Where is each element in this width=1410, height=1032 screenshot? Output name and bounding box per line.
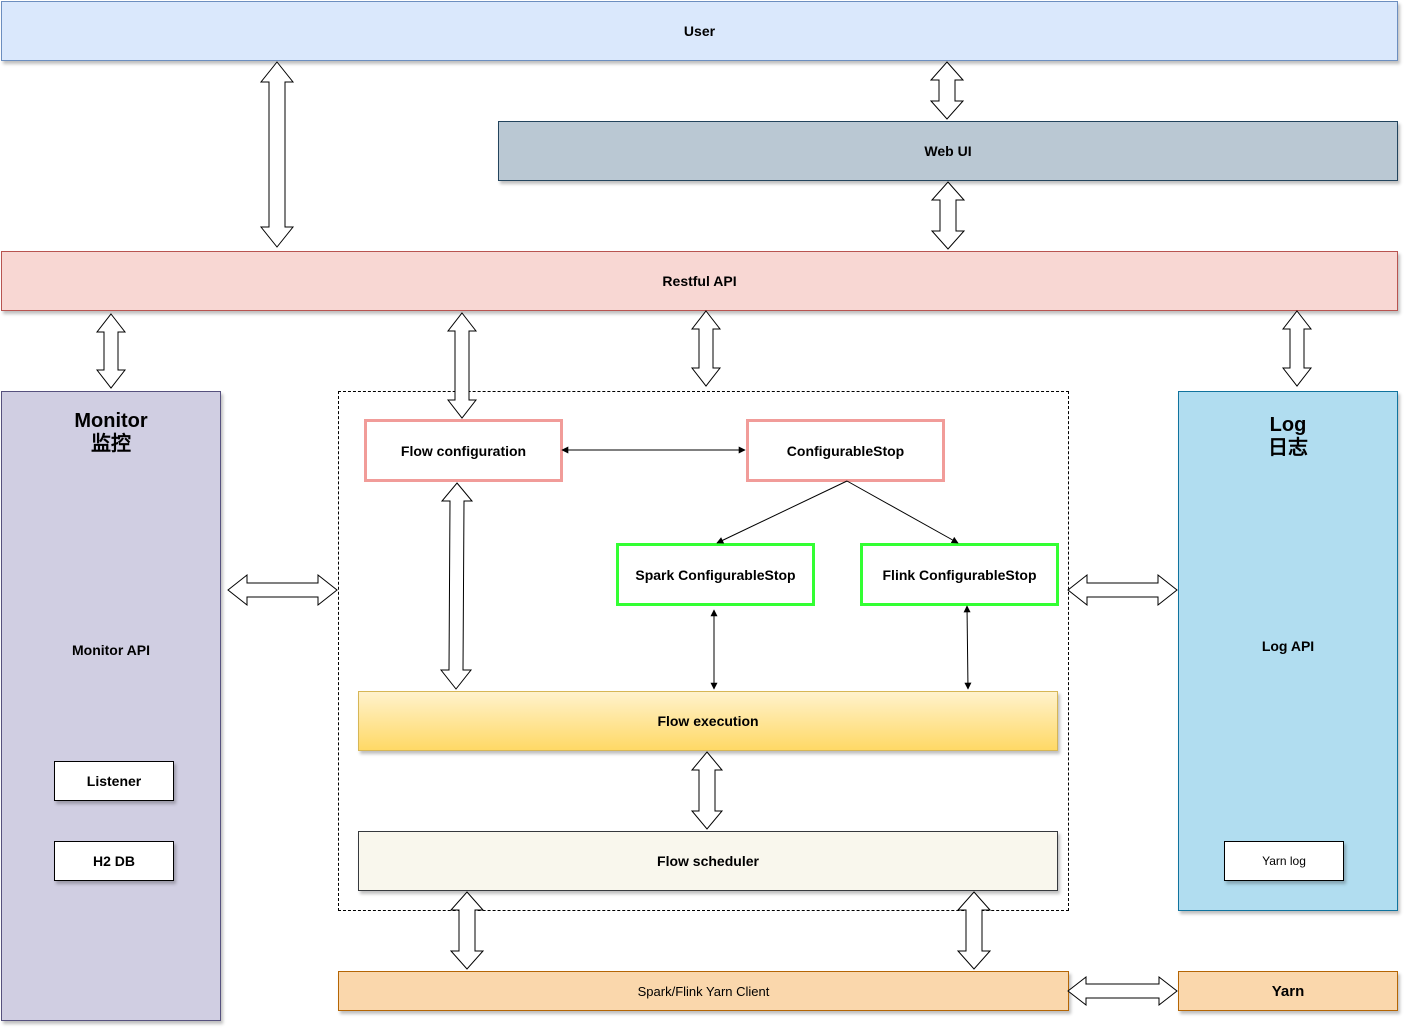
scheduler-yarn-client-right-arrow — [956, 891, 992, 970]
flow-configuration-execution-arrow — [439, 482, 474, 690]
user-restful-api-arrow — [259, 61, 295, 248]
stop-to-spark-connector — [716, 480, 848, 544]
restful-api-core-arrow — [690, 310, 722, 387]
log-api-label: Log API — [1261, 638, 1315, 654]
flink-configurable-stop-label: Flink ConfigurableStop — [882, 566, 1037, 583]
h2-db-box: H2 DB — [54, 841, 174, 881]
spark-configurable-stop-box: Spark ConfigurableStop — [616, 543, 815, 606]
flink-configurable-stop-box: Flink ConfigurableStop — [860, 543, 1059, 606]
restful-api-log-arrow — [1281, 310, 1313, 387]
h2-db-label: H2 DB — [92, 853, 135, 869]
web-ui-label: Web UI — [924, 143, 972, 159]
restful-api-monitor-arrow — [95, 313, 127, 389]
execution-scheduler-arrow — [690, 751, 724, 830]
spark-configurable-stop-label: Spark ConfigurableStop — [635, 566, 796, 583]
listener-box: Listener — [54, 761, 174, 801]
restful-api-label: Restful API — [662, 273, 737, 289]
web-ui-restful-api-arrow — [930, 181, 966, 250]
restful-api-flow-configuration-arrow — [446, 312, 478, 419]
flow-execution-label: Flow execution — [657, 713, 759, 729]
web-ui-box: Web UI — [498, 121, 1398, 181]
configurable-stop-label: ConfigurableStop — [786, 442, 905, 459]
user-label: User — [683, 23, 716, 39]
flow-scheduler-box: Flow scheduler — [358, 831, 1058, 891]
monitor-title-en: Monitor — [74, 410, 148, 432]
yarn-log-box: Yarn log — [1224, 841, 1344, 881]
yarn-client-box: Spark/Flink Yarn Client — [338, 971, 1069, 1011]
flow-configuration-label: Flow configuration — [400, 442, 527, 459]
core-log-arrow — [1067, 573, 1178, 607]
restful-api-box: Restful API — [1, 251, 1398, 311]
log-title: Log 日志 — [1179, 414, 1397, 460]
yarn-client-label: Spark/Flink Yarn Client — [637, 983, 770, 999]
configurable-stop-box: ConfigurableStop — [746, 419, 945, 482]
yarn-label: Yarn — [1271, 982, 1305, 1000]
yarn-log-label: Yarn log — [1262, 854, 1306, 868]
log-panel: Log 日志 Log API — [1178, 391, 1398, 911]
listener-label: Listener — [86, 773, 142, 789]
monitor-panel: Monitor 监控 Monitor API — [1, 391, 221, 1021]
user-web-ui-arrow — [929, 61, 965, 120]
yarn-box: Yarn — [1178, 971, 1398, 1011]
log-title-en: Log — [1269, 414, 1307, 436]
monitor-core-arrow — [227, 573, 338, 607]
scheduler-yarn-client-left-arrow — [449, 891, 485, 970]
flow-execution-box: Flow execution — [358, 691, 1058, 751]
yarn-client-yarn-arrow — [1067, 975, 1178, 1007]
monitor-title-cn: 监控 — [91, 433, 131, 455]
log-title-cn: 日志 — [1268, 437, 1308, 459]
monitor-title: Monitor 监控 — [2, 410, 220, 456]
flink-execution-connector — [963, 605, 972, 690]
flow-configuration-box: Flow configuration — [364, 419, 563, 482]
flow-scheduler-label: Flow scheduler — [657, 853, 759, 869]
stop-to-flink-connector — [846, 480, 959, 544]
user-box: User — [1, 1, 1398, 61]
monitor-api-label: Monitor API — [71, 642, 151, 658]
